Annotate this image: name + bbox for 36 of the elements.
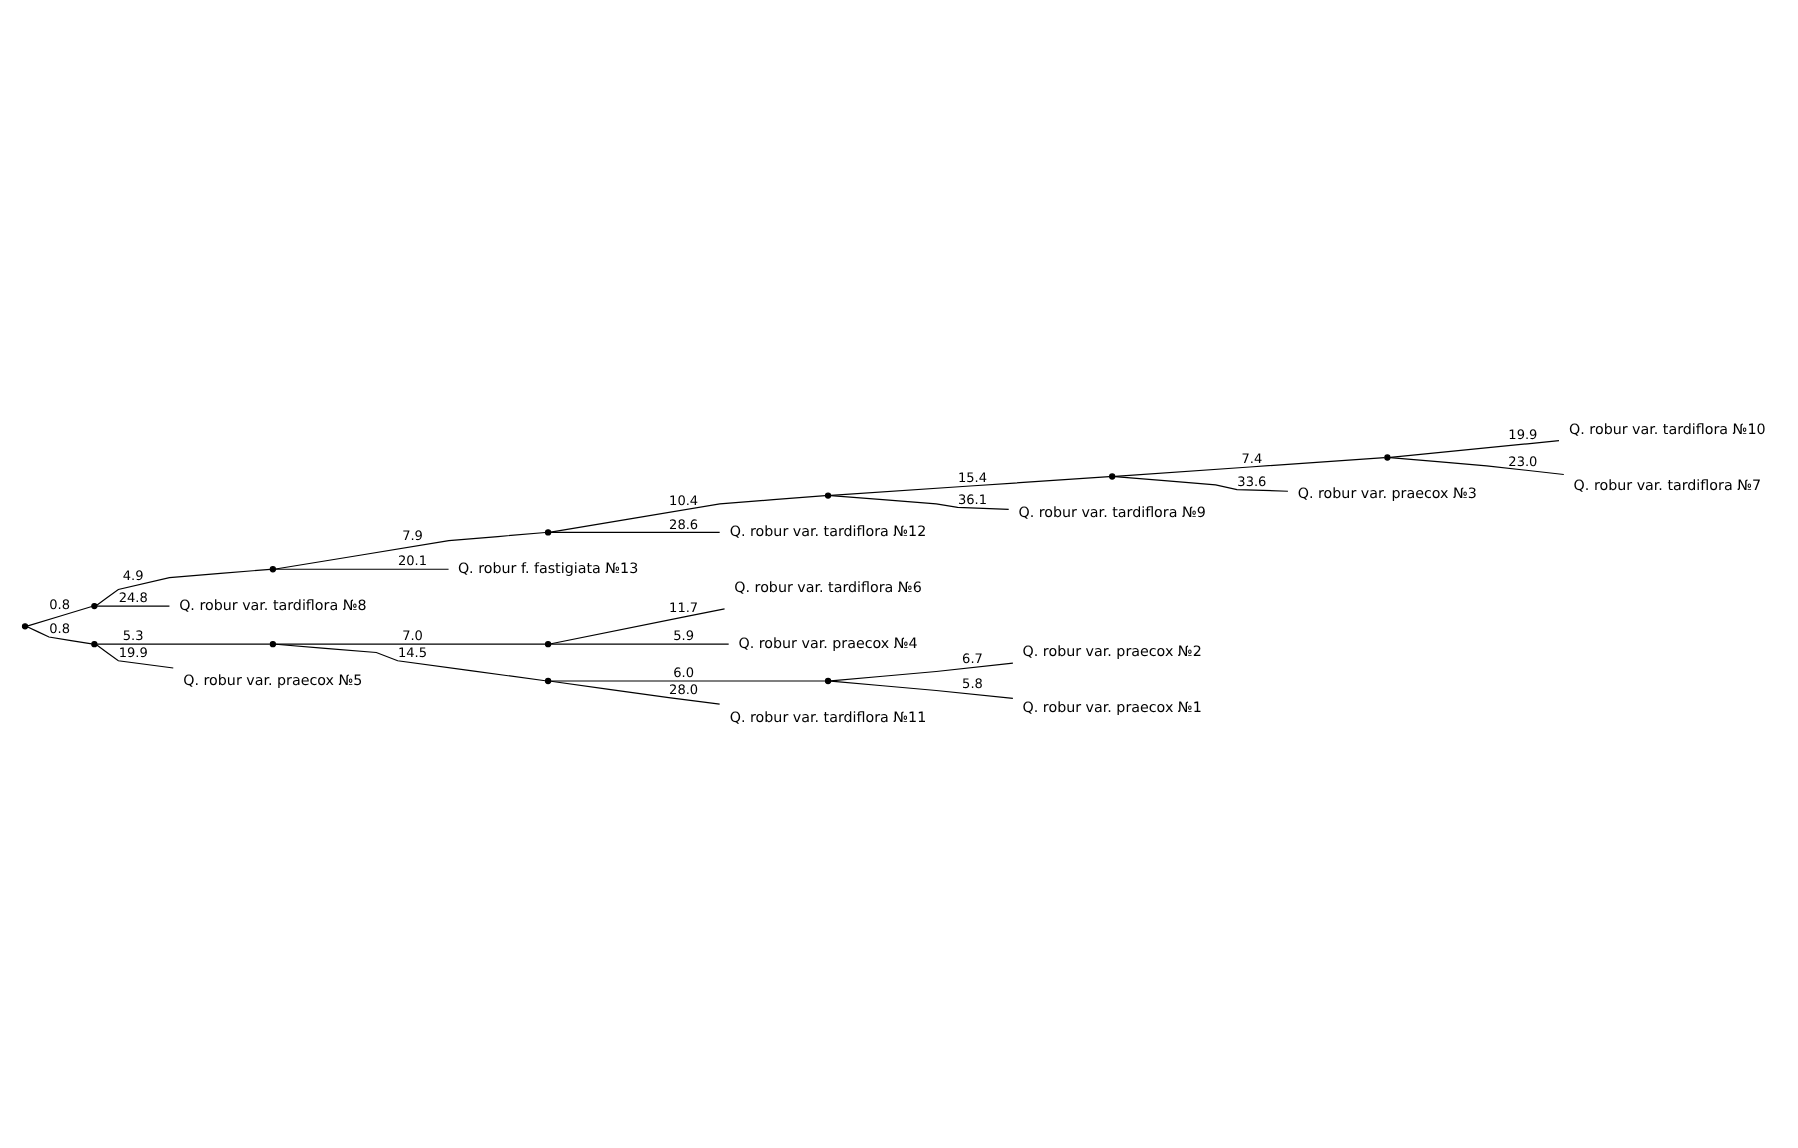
connector bbox=[830, 495, 1010, 510]
node-point bbox=[824, 677, 832, 685]
connector bbox=[1114, 457, 1386, 477]
connector bbox=[96, 605, 171, 607]
connector bbox=[550, 495, 826, 533]
node-point bbox=[269, 640, 277, 648]
node-point bbox=[269, 566, 277, 573]
connector bbox=[274, 643, 546, 682]
connector bbox=[550, 608, 726, 645]
node-point bbox=[91, 602, 98, 610]
connector bbox=[830, 662, 1014, 682]
connector bbox=[550, 680, 721, 705]
connector bbox=[96, 643, 271, 645]
node-point bbox=[544, 640, 552, 648]
connector bbox=[275, 643, 546, 645]
connector bbox=[830, 680, 1014, 699]
connector bbox=[27, 626, 93, 645]
connector bbox=[1389, 457, 1565, 476]
node-point bbox=[544, 529, 552, 536]
connector bbox=[96, 568, 271, 606]
node-point bbox=[544, 677, 552, 685]
connector bbox=[1389, 440, 1560, 458]
node-point bbox=[824, 492, 832, 499]
node-point bbox=[21, 623, 29, 630]
connector bbox=[830, 476, 1110, 496]
node-point bbox=[1109, 473, 1116, 480]
connector bbox=[27, 605, 93, 627]
connector bbox=[550, 680, 826, 682]
connector bbox=[550, 531, 721, 533]
connector bbox=[275, 568, 450, 570]
connector bbox=[550, 643, 730, 645]
connector bbox=[1114, 476, 1289, 492]
node-point bbox=[1384, 454, 1391, 461]
connector bbox=[96, 644, 174, 669]
connector bbox=[275, 531, 547, 570]
node-point bbox=[91, 640, 98, 648]
